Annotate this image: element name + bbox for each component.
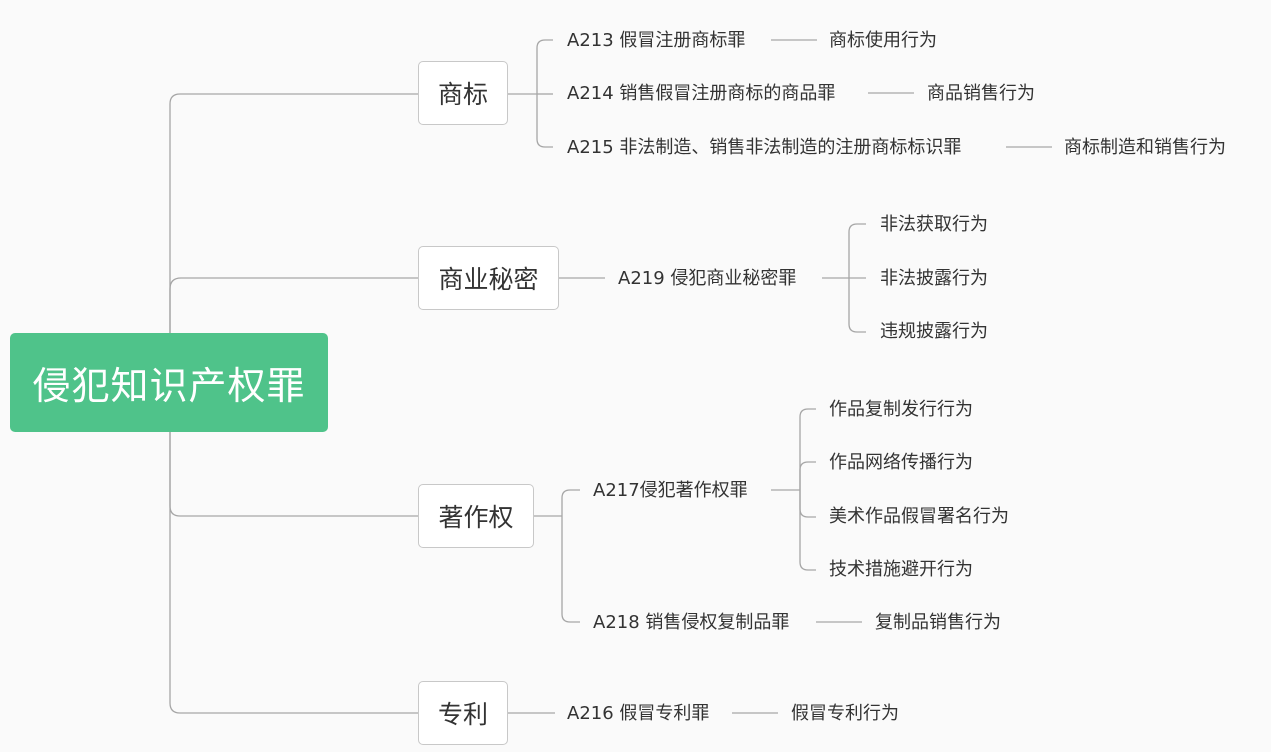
act-fake-patent: 假冒专利行为 [791,703,899,724]
crime-a215: A215 非法制造、销售非法制造的注册商标标识罪 [567,137,962,158]
branch-trade-secret: 商业秘密 [418,246,559,310]
act-circumvent-measures: 技术措施避开行为 [829,559,973,580]
crime-a218: A218 销售侵权复制品罪 [593,612,790,633]
crime-a213: A213 假冒注册商标罪 [567,30,746,51]
crime-a216: A216 假冒专利罪 [567,703,710,724]
branch-patent: 专利 [418,681,508,745]
act-copy-sale: 复制品销售行为 [875,612,1001,633]
act-trademark-use: 商标使用行为 [829,30,937,51]
act-illegal-disclosure: 非法披露行为 [880,268,988,289]
act-violating-disclosure: 违规披露行为 [880,321,988,342]
crime-a217: A217侵犯著作权罪 [593,480,748,501]
branch-copyright: 著作权 [418,484,534,548]
act-network-dissemination: 作品网络传播行为 [829,452,973,473]
root-node: 侵犯知识产权罪 [10,333,328,432]
act-mark-manufacture-sale: 商标制造和销售行为 [1064,137,1226,158]
crime-a219: A219 侵犯商业秘密罪 [618,268,797,289]
act-goods-sale: 商品销售行为 [927,83,1035,104]
branch-trademark: 商标 [418,61,508,125]
act-illegal-acquisition: 非法获取行为 [880,214,988,235]
crime-a214: A214 销售假冒注册商标的商品罪 [567,83,836,104]
act-fake-signature: 美术作品假冒署名行为 [829,506,1009,527]
act-copy-distribute: 作品复制发行行为 [829,399,973,420]
